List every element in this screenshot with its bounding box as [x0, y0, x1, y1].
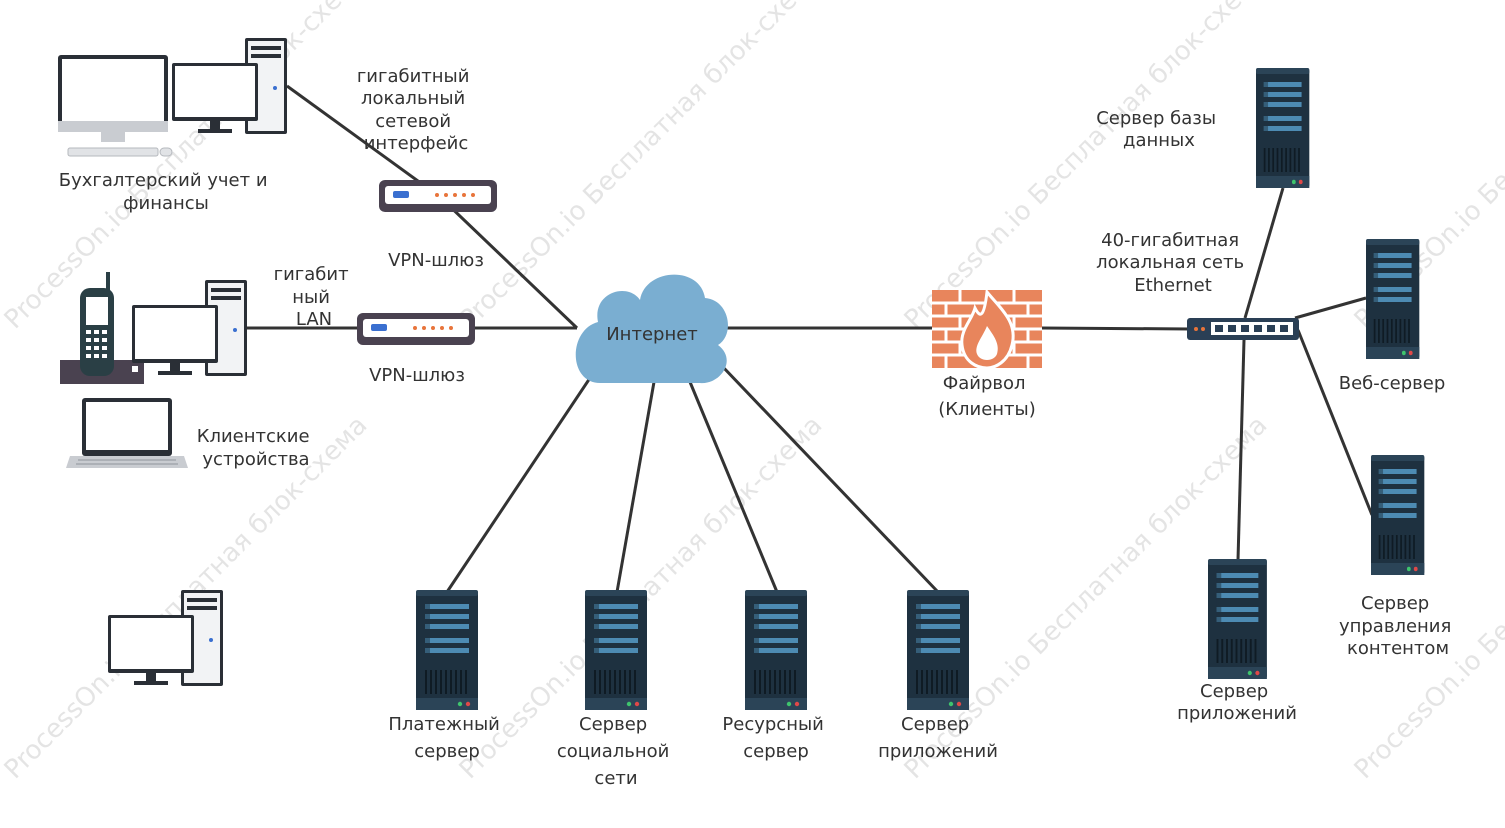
desktop-pc-icon — [172, 38, 287, 134]
db-server-icon — [1255, 67, 1311, 189]
link-internet-app-bottom — [720, 364, 940, 594]
ethernet-40g-label: 40-гигабитная локальная сеть Ethernet — [1096, 230, 1250, 296]
link-switch-web — [1294, 296, 1367, 320]
link-switch-cms — [1296, 329, 1374, 516]
vpn-gateway-label-2: VPN-шлюз — [369, 365, 465, 386]
cms-server-icon — [1370, 454, 1426, 576]
firewall-icon — [932, 288, 1042, 370]
connections — [247, 84, 1374, 594]
accounting-workstation — [58, 38, 287, 157]
app-server-right-icon — [1207, 558, 1268, 680]
payment-server-label: Платежный сервер — [388, 714, 505, 762]
link-internet-resource — [688, 381, 779, 593]
client-devices-label: Клиентские устройства — [197, 426, 316, 470]
imac-icon — [58, 55, 173, 157]
gigabit-lan-label: гигабит ный LAN — [274, 264, 355, 330]
laptop-icon — [66, 398, 188, 468]
vpn-router-icon-1 — [379, 180, 497, 212]
desk-phone-icon — [60, 272, 144, 384]
client-workstation — [60, 272, 247, 384]
web-server-label: Веб-сервер — [1339, 373, 1446, 394]
link-firewall-switch — [1041, 326, 1191, 331]
link-router1-internet — [438, 195, 579, 330]
social-server-icon — [584, 589, 648, 711]
cms-server-label: Сервер управления контентом — [1339, 593, 1457, 659]
internet-cloud-icon — [575, 274, 728, 384]
firewall-label: Файрвол (Клиенты) — [938, 373, 1036, 420]
client-pc-icon — [132, 280, 247, 376]
link-accounting-router — [286, 84, 441, 199]
resource-server-icon — [744, 589, 808, 711]
accounting-label: Бухгалтерский учет и финансы — [59, 170, 274, 214]
social-server-label: Сервер социальной сети — [557, 714, 675, 789]
svg-text:ProcessOn.io Бесплатная блок-с: ProcessOn.io Бесплатная блок-схема — [899, 0, 1274, 335]
vpn-gateway-label-1: VPN-шлюз — [388, 250, 484, 271]
link-internet-social — [615, 381, 656, 593]
vpn-router-icon-2 — [357, 313, 475, 345]
link-switch-db — [1243, 187, 1285, 319]
link-internet-payment — [445, 374, 594, 593]
resource-server-label: Ресурсный сервер — [722, 714, 829, 762]
app-server-bottom-icon — [906, 589, 970, 711]
db-server-label: Сервер базы данных — [1096, 108, 1222, 151]
svg-text:ProcessOn.io Бесплатная блок-с: ProcessOn.io Бесплатная блок-схема — [454, 0, 829, 335]
payment-server-icon — [415, 589, 479, 711]
web-server-icon — [1365, 238, 1421, 360]
app-server-right-label: Сервер приложений — [1177, 681, 1297, 724]
ethernet-switch-icon — [1187, 318, 1299, 340]
app-server-bottom-label: Сервер приложений — [878, 714, 998, 762]
internet-label: Интернет — [606, 324, 698, 345]
link-switch-app-right — [1236, 339, 1246, 561]
gigabit-interface-label: гигабитный локальный сетевой интерфейс — [357, 66, 475, 154]
